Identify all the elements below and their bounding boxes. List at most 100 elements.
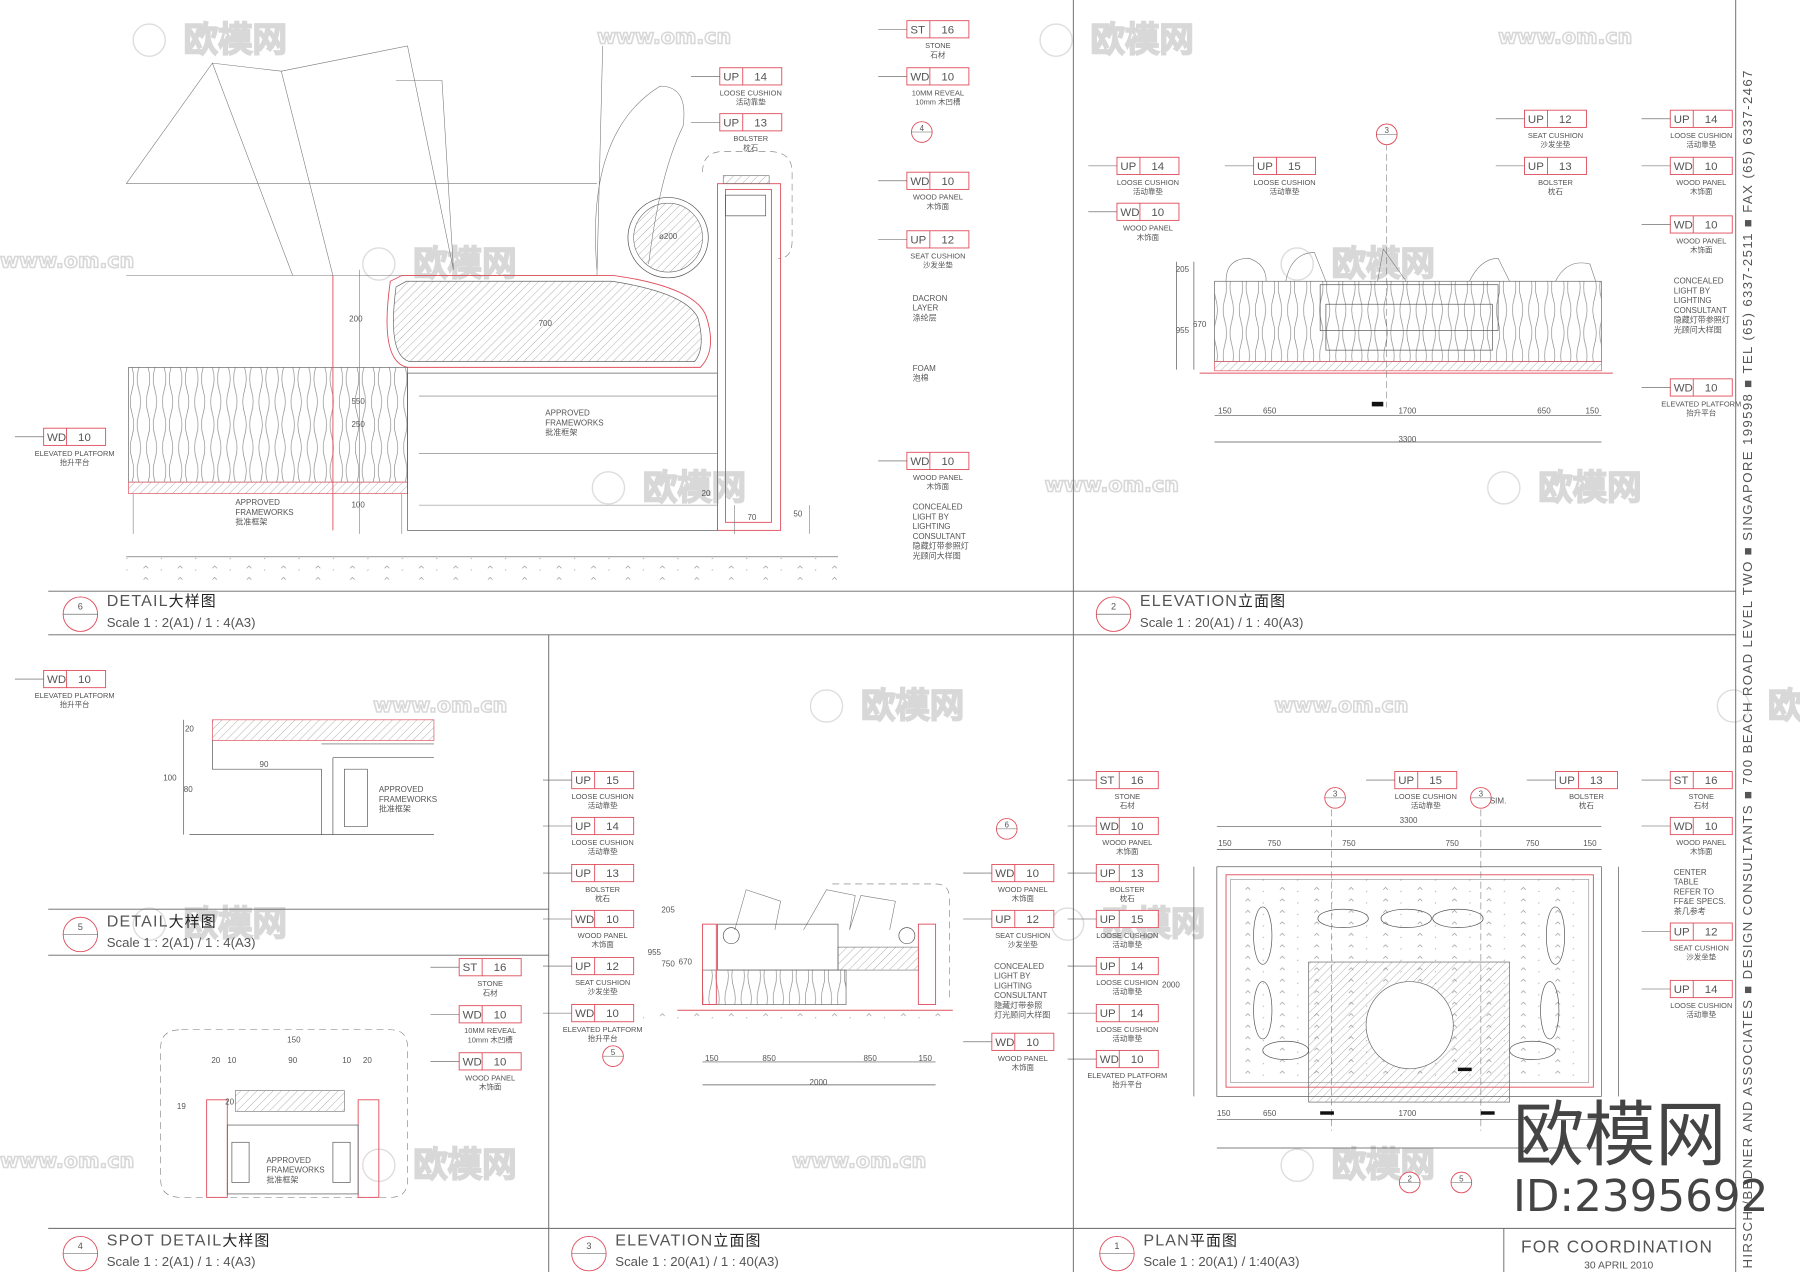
tag-code: WD <box>575 1008 594 1020</box>
tag-description: BOLSTER <box>1569 792 1604 801</box>
tag-description: SEAT CUSHION <box>910 251 965 260</box>
tag-number: 10 <box>1131 821 1144 833</box>
plan-1 <box>1193 809 1619 1149</box>
note-text: FRAMEWORKS <box>545 418 603 427</box>
watermark-url: www.om.cn <box>0 248 134 272</box>
tag-description-cn: 木饰面 <box>1012 1062 1035 1072</box>
dimension-label: 955 <box>1176 326 1190 335</box>
tag-code: UP <box>1100 1008 1116 1020</box>
drawing-scale: Scale 1 : 20(A1) / 1:40(A3) <box>1143 1254 1299 1269</box>
dimension-label: 205 <box>661 906 675 915</box>
drawing-title-cn: 立面图 <box>713 1233 761 1250</box>
section-marker: 4 <box>911 121 933 143</box>
note-text: APPROVED <box>379 785 424 794</box>
tag-description: 10MM REVEAL <box>912 88 964 97</box>
note-text: 光顾问大样图 <box>913 551 961 561</box>
tag-number: 13 <box>1590 775 1603 787</box>
drawing-scale: Scale 1 : 20(A1) / 1 : 40(A3) <box>1140 615 1303 630</box>
tag-number: 10 <box>941 71 954 83</box>
dimension-label: 750 <box>1526 839 1540 848</box>
note-text: REFER TO <box>1674 887 1714 896</box>
tag-number: 14 <box>1131 961 1144 973</box>
note-text: 批准框架 <box>379 804 411 814</box>
drawing-title: PLAN平面图 <box>1143 1232 1238 1250</box>
elevation-3 <box>642 883 953 1086</box>
tag-code: UP <box>1674 114 1690 126</box>
tag-description: SEAT CUSHION <box>1528 131 1583 140</box>
id-watermark-id: ID:2395692 <box>1513 1172 1768 1222</box>
section-marker: 3 <box>1375 123 1398 146</box>
tag-description-cn: 抬升平台 <box>60 699 90 709</box>
tag-code: UP <box>575 821 591 833</box>
drawing-title: DETAIL大样图 <box>107 912 217 930</box>
tag-code: UP <box>723 71 739 83</box>
tag-description-cn: 沙发坐垫 <box>1541 139 1571 149</box>
dimension-label: 750 <box>661 960 675 969</box>
coordination-stamp: FOR COORDINATION 30 APRIL 2010 <box>1521 1236 1712 1271</box>
tag-number: 10 <box>78 432 91 444</box>
section-marker: 6 <box>995 818 1018 840</box>
drawing-scale: Scale 1 : 2(A1) / 1 : 4(A3) <box>107 1254 256 1269</box>
tag-number: 10 <box>1705 821 1718 833</box>
tag-description-cn: 石材 <box>930 49 945 59</box>
dimension-label: 670 <box>679 957 693 966</box>
watermark-url: www.om.cn <box>597 25 731 49</box>
tag-code: UP <box>1120 161 1136 173</box>
dimension-label: 750 <box>1268 839 1282 848</box>
watermark-sofa-icon <box>132 23 166 57</box>
section-marker: 5 <box>602 1045 624 1067</box>
sheet-grid <box>48 0 1737 1272</box>
tag-number: 13 <box>1559 161 1572 173</box>
watermark-sofa-icon <box>809 689 844 723</box>
tag-description-cn: 木饰面 <box>1690 245 1713 255</box>
tag-code: WD <box>1674 382 1693 394</box>
tag-number: 15 <box>1429 775 1442 787</box>
note-text: 隐藏灯带参照灯 <box>1674 315 1730 325</box>
tag-description-cn: 枕石 <box>1548 186 1563 196</box>
dimension-label: 650 <box>1537 406 1551 415</box>
drawing-title-cn: 大样图 <box>169 913 217 930</box>
tag-description-cn: 木饰面 <box>1116 846 1139 856</box>
note-text: 茶几参考 <box>1674 906 1706 916</box>
tag-code: WD <box>995 868 1014 880</box>
dimension-label: 200 <box>349 314 363 323</box>
tag-code: WD <box>1100 821 1119 833</box>
tag-description: 10MM REVEAL <box>464 1026 516 1035</box>
tag-description: LOOSE CUSHION <box>572 792 634 801</box>
watermark-layer: 欧模网欧模网欧模网欧模网欧模网欧模网欧模网欧模网欧模网欧模网欧模网欧模网www.… <box>0 20 1800 1187</box>
dimension-label: 750 <box>1445 839 1459 848</box>
note-text: FRAMEWORKS <box>235 508 293 517</box>
note-text: FRAMEWORKS <box>379 795 437 804</box>
tag-number: 10 <box>941 176 954 188</box>
tag-description: LOOSE CUSHION <box>1670 131 1732 140</box>
tag-code: WD <box>910 456 929 468</box>
tag-description-cn: 活动靠垫 <box>1133 186 1163 196</box>
tag-description: LOOSE CUSHION <box>1670 1001 1732 1010</box>
tag-code: WD <box>995 1037 1014 1049</box>
note-text: CENTER <box>1674 868 1707 877</box>
id-watermark: 欧模网 ID:2395692 <box>1513 1093 1768 1222</box>
dimension-label: 20 <box>363 1056 372 1065</box>
section-marker: 2 <box>1398 1171 1421 1194</box>
tag-code: WD <box>1120 207 1139 219</box>
tag-description: WOOD PANEL <box>1676 838 1726 847</box>
note-text: 隐藏灯带参照 <box>994 1000 1042 1010</box>
watermark-logo: 欧模网 <box>1091 21 1194 61</box>
drawing-title: ELEVATION立面图 <box>615 1232 761 1250</box>
detail-6-section <box>126 45 839 580</box>
note-text: LIGHT BY <box>913 512 950 521</box>
watermark-url: www.om.cn <box>373 693 507 717</box>
tag-description: LOOSE CUSHION <box>720 88 782 97</box>
tag-code: UP <box>1100 961 1116 973</box>
tag-code: UP <box>1528 114 1544 126</box>
dimension-label: 955 <box>648 948 662 957</box>
